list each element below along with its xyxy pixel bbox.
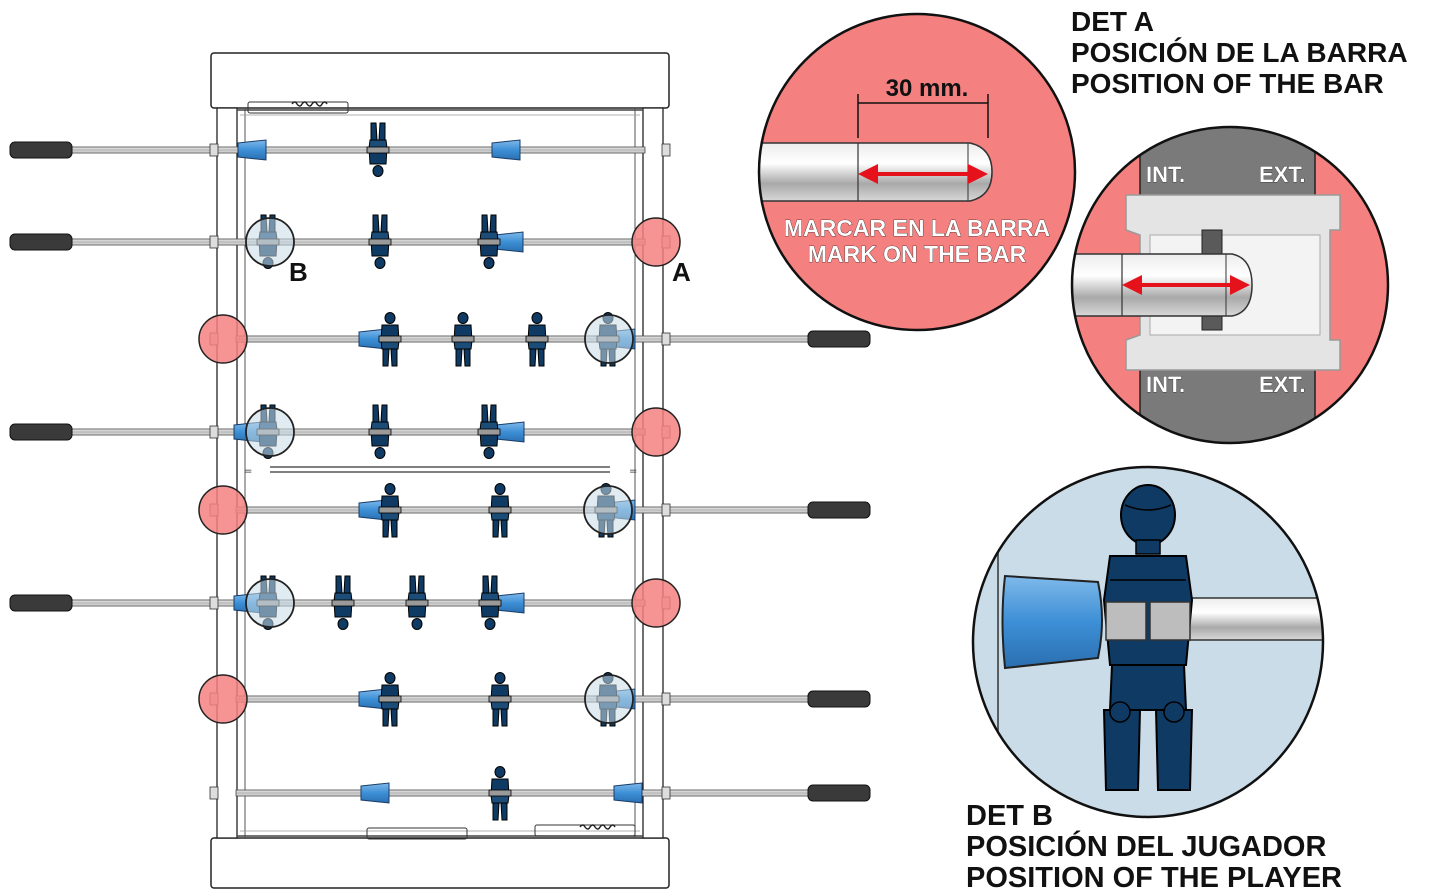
marker-b-circle [245,217,295,267]
player-figure [525,312,549,367]
mark-bar-text-en: MARK ON THE BAR [808,241,1027,267]
detail-b-line2: POSITION OF THE PLAYER [966,862,1342,894]
int-label-bottom: INT. [1146,372,1185,397]
rod-handle [9,233,73,251]
measure-label: 30 mm. [886,75,969,102]
rod-bushing [209,143,219,157]
bumper [237,139,267,161]
highlight-markers [198,217,681,724]
detail-a-bar-position: INT. EXT. INT. EXT. [1070,125,1390,445]
detail-b-heading: DET B POSICIÓN DEL JUGADOR POSITION OF T… [966,801,1342,894]
mark-bar-text-es: MARCAR EN LA BARRA [784,215,1050,241]
rod-bushing [209,596,219,610]
player-figure [488,766,512,821]
rod-bushing [661,503,671,517]
rod-bushing [661,692,671,706]
marker-a-circle [198,485,248,535]
detail-a-line1: POSICIÓN DE LA BARRA [1071,37,1408,68]
rod [71,146,646,154]
rod-handle [807,330,871,348]
ext-label-top: EXT. [1259,162,1305,187]
player-figure [378,483,402,538]
player-figure [378,312,402,367]
marker-b-circle [584,314,634,364]
ext-label-bottom: EXT. [1259,372,1305,397]
rod-handle [9,141,73,159]
rod-handle [9,594,73,612]
bumper [360,782,390,804]
bumper [613,782,643,804]
marker-a-circle [631,217,681,267]
player-figure [478,405,500,459]
detail-a-bar-mark: 30 mm. MARCAR EN LA BARRA MARK ON THE BA… [757,12,1077,332]
rod-handle [807,501,871,519]
detail-a-heading: DET A POSICIÓN DE LA BARRA POSITION OF T… [1071,6,1408,99]
rod [235,789,809,797]
marker-b-circle [245,407,295,457]
detail-a-line2: POSITION OF THE BAR [1071,68,1384,99]
rod-bushing [661,332,671,346]
rod-handle [807,690,871,708]
player-figure [488,483,512,538]
rod [235,335,809,343]
rod-handle [807,784,871,802]
marker-b-circle [245,578,295,628]
rod-handle [9,423,73,441]
rod [71,238,646,246]
player-figure [478,215,500,269]
rod-bushing [661,786,671,800]
marker-b-circle [584,674,634,724]
detail-b-line1: POSICIÓN DEL JUGADOR [966,831,1327,863]
player-figure [367,123,389,177]
detail-b-player-position [971,465,1325,819]
player-figure [369,405,391,459]
player-figure [451,312,475,367]
detail-a-title: DET A [1071,6,1154,37]
rod [71,428,646,436]
table-frame: = = [210,52,670,889]
player-figure [406,576,428,630]
svg-text:=: = [244,466,252,477]
player-figure [488,672,512,727]
marker-b-circle [583,485,633,535]
bumper [491,139,521,161]
rod-bushing [209,786,219,800]
rod [71,599,646,607]
rod [235,506,809,514]
rod-bushing [209,235,219,249]
marker-a-circle [198,674,248,724]
marker-a-circle [631,578,681,628]
rod-bushing [661,143,671,157]
rod-bushing [209,425,219,439]
player-figure [479,576,501,630]
detail-b-title: DET B [966,800,1053,832]
player-figure [332,576,354,630]
svg-text:=: = [629,466,637,477]
marker-a-circle [631,407,681,457]
marker-a-circle [198,314,248,364]
int-label-top: INT. [1146,162,1185,187]
marker-a-label: A [672,257,691,287]
player-figure [378,672,402,727]
marker-b-label: B [289,257,308,287]
player-figure [369,215,391,269]
rod [235,695,809,703]
